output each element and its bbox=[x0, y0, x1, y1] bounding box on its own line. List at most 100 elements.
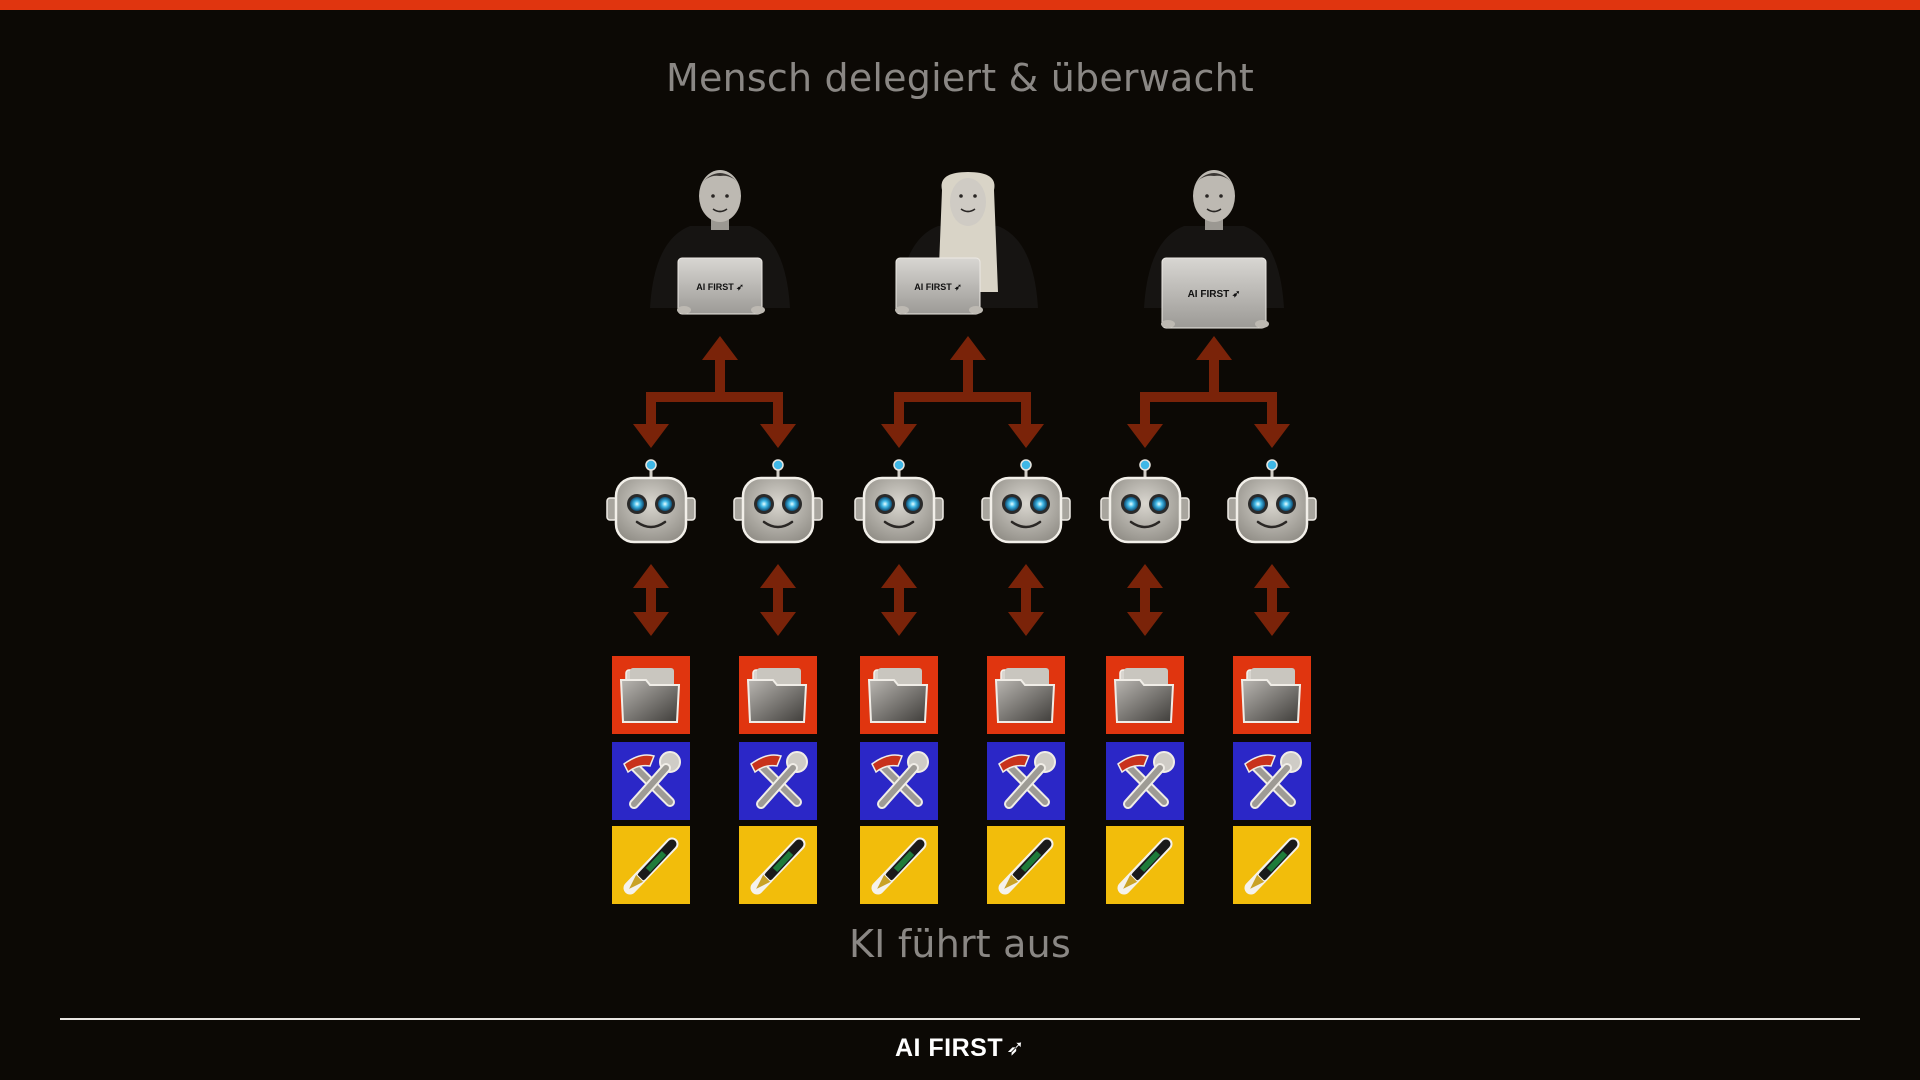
double-arrow bbox=[633, 564, 669, 636]
folder-icon bbox=[612, 656, 690, 734]
fountain-pen-icon bbox=[860, 826, 938, 904]
arrow-leg bbox=[773, 392, 783, 424]
arrow-down-head bbox=[760, 612, 796, 636]
logo-arrow-icon: ➶ bbox=[1006, 1035, 1026, 1060]
arrow-stem bbox=[1209, 358, 1219, 398]
fountain-pen-icon bbox=[987, 826, 1065, 904]
pen-nib bbox=[1247, 873, 1266, 892]
person-head bbox=[1193, 170, 1235, 222]
pen-nib bbox=[753, 873, 772, 892]
robot-smile bbox=[1256, 520, 1288, 529]
robot-antenna-bulb bbox=[645, 459, 657, 471]
robot-eye bbox=[785, 497, 799, 511]
robot-eye bbox=[630, 497, 644, 511]
folder-body bbox=[1240, 679, 1302, 723]
person-head bbox=[950, 178, 986, 226]
person-hand bbox=[677, 306, 691, 314]
folder-icon bbox=[860, 656, 938, 734]
hammer-handle bbox=[758, 765, 796, 807]
arrow-up-head bbox=[1254, 564, 1290, 588]
arrow-down-head bbox=[1254, 424, 1290, 448]
folder-icon bbox=[739, 656, 817, 734]
hammer-head bbox=[998, 754, 1031, 774]
arrow-leg bbox=[1021, 392, 1031, 424]
person-hand bbox=[751, 306, 765, 314]
hammer-head bbox=[623, 754, 656, 774]
top-accent-bar bbox=[0, 0, 1920, 10]
folder-icon bbox=[987, 656, 1065, 734]
arrow-down-head bbox=[760, 424, 796, 448]
pen-nib bbox=[1001, 873, 1020, 892]
robot-smile bbox=[762, 520, 794, 529]
pen-band bbox=[893, 850, 915, 873]
hammer-head bbox=[750, 754, 783, 774]
footer-divider bbox=[60, 1018, 1860, 1020]
robot-head bbox=[1235, 476, 1309, 544]
laptop-logo-text: AI FIRST ➶ bbox=[1188, 289, 1241, 300]
robot-eye bbox=[757, 497, 771, 511]
laptop: AI FIRST ➶ bbox=[1161, 257, 1267, 329]
person-hand bbox=[969, 306, 983, 314]
arrow-stem bbox=[1021, 586, 1031, 618]
arrow-leg bbox=[646, 392, 656, 424]
robot-antenna-bulb bbox=[1020, 459, 1032, 471]
pen-band bbox=[1139, 850, 1161, 873]
hammer-handle bbox=[631, 765, 669, 807]
laptop: AI FIRST ➶ bbox=[895, 257, 981, 315]
robot-head bbox=[614, 476, 688, 544]
hammer-handle bbox=[1252, 765, 1290, 807]
arrow-stem bbox=[646, 586, 656, 618]
robot-icon bbox=[854, 459, 944, 544]
person-male-left: AI FIRST ➶ bbox=[650, 170, 790, 315]
arrow-leg bbox=[1267, 392, 1277, 424]
laptop-lid bbox=[677, 257, 763, 315]
robot-eye bbox=[658, 497, 672, 511]
arrow-stem bbox=[963, 358, 973, 398]
fountain-pen-icon bbox=[1106, 826, 1184, 904]
robot-head bbox=[1108, 476, 1182, 544]
arrow-down-head bbox=[1254, 612, 1290, 636]
robot-eye bbox=[878, 497, 892, 511]
pen-nib bbox=[1120, 873, 1139, 892]
arrow-down-head bbox=[633, 424, 669, 448]
robot-eye bbox=[906, 497, 920, 511]
arrow-down-head bbox=[1008, 424, 1044, 448]
person-eye bbox=[973, 194, 977, 198]
arrow-stem bbox=[1267, 586, 1277, 618]
ai-first-logo: AI FIRST➶ bbox=[0, 1034, 1920, 1063]
folder-icon bbox=[1106, 656, 1184, 734]
arrow-down-head bbox=[881, 612, 917, 636]
robot-smile bbox=[1010, 520, 1042, 529]
arrow-up-head bbox=[760, 564, 796, 588]
robot-eye bbox=[1251, 497, 1265, 511]
person-female-center: AI FIRST ➶ bbox=[895, 172, 1038, 315]
person-smile bbox=[1206, 208, 1222, 213]
pen-nib bbox=[626, 873, 645, 892]
laptop-lid bbox=[895, 257, 981, 315]
laptop-lid bbox=[1161, 257, 1267, 329]
person-smile bbox=[960, 208, 976, 213]
bottom-label: KI führt aus bbox=[849, 922, 1071, 966]
arrow-up-head bbox=[1008, 564, 1044, 588]
person-male-right: AI FIRST ➶ bbox=[1144, 170, 1284, 329]
arrow-up-head bbox=[1127, 564, 1163, 588]
arrow-up-head bbox=[633, 564, 669, 588]
double-arrow bbox=[760, 564, 796, 636]
robot-icon bbox=[606, 459, 696, 544]
hammer-wrench-icon bbox=[1106, 742, 1184, 820]
person-eye bbox=[725, 194, 729, 198]
arrow-branch bbox=[894, 392, 1031, 402]
hammer-head bbox=[871, 754, 904, 774]
person-hair bbox=[1193, 173, 1235, 186]
robot-antenna-bulb bbox=[1139, 459, 1151, 471]
robot-eye bbox=[1033, 497, 1047, 511]
pen-band bbox=[645, 850, 667, 873]
arrow-up-head bbox=[881, 564, 917, 588]
laptop: AI FIRST ➶ bbox=[677, 257, 763, 315]
fork-arrow bbox=[633, 336, 796, 448]
robot-eye bbox=[1124, 497, 1138, 511]
hammer-head bbox=[1117, 754, 1150, 774]
arrow-up-head bbox=[1196, 336, 1232, 360]
